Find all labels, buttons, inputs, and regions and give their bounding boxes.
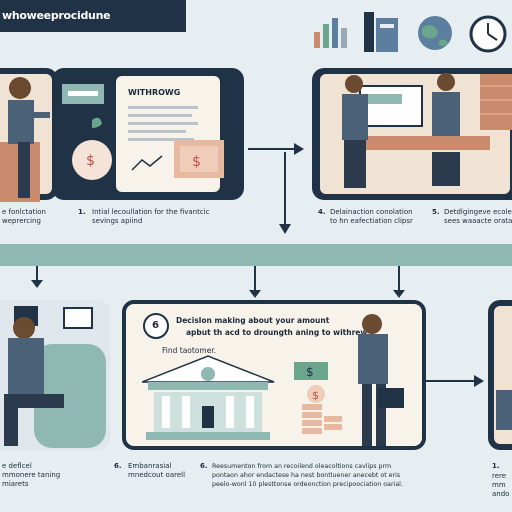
svg-text:$: $	[312, 389, 319, 402]
svg-text:$: $	[192, 154, 201, 170]
arrow-right-icon	[248, 143, 304, 155]
seated-client-figure	[0, 77, 50, 202]
document-title: WITHROWG	[128, 88, 181, 97]
caption-left-top: e fonlctation weprercing	[2, 208, 46, 225]
decision-line1: Decislon making about your amount	[176, 316, 330, 325]
money-bag-icon: $	[72, 117, 112, 180]
binder-icon	[364, 12, 398, 52]
arrow-down-icon	[249, 266, 261, 298]
meeting-figures	[342, 73, 490, 188]
brick-wall	[480, 74, 512, 130]
standing-advisor-figure	[358, 314, 404, 446]
arrow-down-icon	[279, 152, 291, 234]
sofa-client-figure	[4, 306, 106, 448]
step-right-caption: rere mm ando	[492, 472, 510, 498]
page-title: whoweeprocidune	[2, 9, 111, 22]
step6b-number: 6.	[200, 462, 208, 470]
step6a-number: 6.	[114, 462, 122, 470]
step4-number: 4.	[318, 208, 326, 216]
figure-fragment	[496, 390, 512, 430]
decision-line3: Find taotomer.	[162, 346, 217, 355]
step5-number: 5.	[432, 208, 440, 216]
decision-badge-number: 6	[152, 320, 159, 331]
step4-caption: Delainaction conolation to hn eafectiati…	[330, 208, 413, 225]
screen-icon	[62, 84, 104, 104]
step-right-number: 1.	[492, 462, 500, 470]
svg-text:$: $	[306, 365, 314, 379]
arrow-down-icon	[393, 266, 405, 298]
step-badge	[143, 313, 169, 339]
clock-icon	[469, 15, 507, 53]
step1-number: 1.	[78, 208, 86, 216]
bar-chart-icon	[314, 18, 347, 48]
document-lines	[128, 106, 198, 171]
step6a-caption: Embanrasial mnedcout oarell	[128, 462, 186, 479]
bank-building-icon: $ $	[142, 355, 342, 440]
svg-text:$: $	[86, 153, 95, 169]
decision-line2: apbut th acd to droungth aning to withre…	[186, 328, 368, 337]
caption-left-bottom: e deflcel mmonere taning miarets	[2, 462, 61, 488]
arrow-down-icon	[31, 266, 43, 288]
arrow-right-icon	[426, 375, 484, 387]
teal-divider	[0, 244, 512, 266]
step6b-caption: Reesumenton from an recoilend oleacoltio…	[212, 463, 403, 488]
cash-bundle-icon: $	[174, 140, 224, 178]
step5-caption: Detdlgingeve ecole sees waaacte oratane	[444, 208, 512, 225]
globe-icon	[418, 16, 452, 50]
title-bar: whoweeprocidune	[0, 0, 186, 32]
step1-caption: Intial lecoullation for the fivantcic se…	[92, 208, 210, 225]
